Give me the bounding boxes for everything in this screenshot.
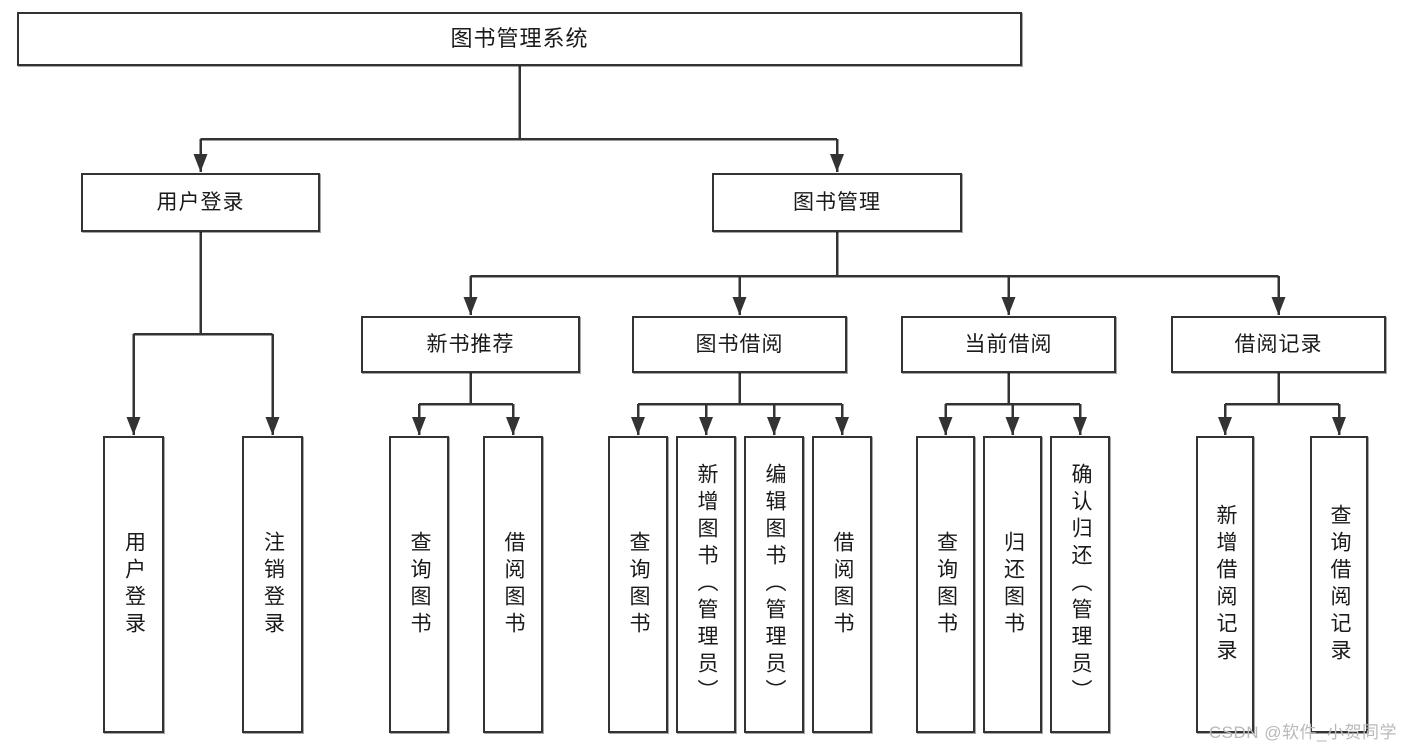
node-label: 查询借阅记录	[1328, 503, 1352, 666]
node-label: 借阅图书	[502, 530, 526, 639]
node-leaf-9[interactable]: 归还图书	[983, 436, 1042, 733]
node-level3-3[interactable]: 借阅记录	[1171, 316, 1386, 373]
node-label: 查询图书	[934, 530, 958, 639]
node-label: 归还图书	[1001, 530, 1025, 639]
node-label: 新增图书（管理员）	[695, 463, 719, 706]
node-label: 编辑图书（管理员）	[763, 463, 787, 706]
node-leaf-11[interactable]: 新增借阅记录	[1196, 436, 1254, 733]
node-leaf-1[interactable]: 注销登录	[242, 436, 303, 733]
node-label: 查询图书	[627, 530, 651, 639]
node-label: 当前借阅	[964, 332, 1053, 356]
node-level2-0[interactable]: 用户登录	[81, 173, 320, 232]
node-label: 用户登录	[156, 190, 245, 214]
node-leaf-6[interactable]: 编辑图书（管理员）	[744, 436, 804, 733]
watermark-label: CSDN @软件_小贺同学	[1208, 723, 1397, 742]
node-label: 图书管理	[793, 190, 881, 214]
node-root-system[interactable]: 图书管理系统	[17, 12, 1022, 66]
node-leaf-10[interactable]: 确认归还（管理员）	[1050, 436, 1110, 733]
node-label: 图书管理系统	[450, 25, 589, 51]
node-leaf-12[interactable]: 查询借阅记录	[1310, 436, 1368, 733]
node-label: 确认归还（管理员）	[1069, 463, 1093, 706]
node-leaf-7[interactable]: 借阅图书	[812, 436, 872, 733]
node-level3-1[interactable]: 图书借阅	[632, 316, 847, 373]
node-leaf-0[interactable]: 用户登录	[103, 436, 164, 733]
node-label: 借阅图书	[831, 530, 855, 639]
node-label: 借阅记录	[1234, 332, 1323, 356]
node-leaf-8[interactable]: 查询图书	[916, 436, 975, 733]
node-leaf-5[interactable]: 新增图书（管理员）	[676, 436, 736, 733]
node-label: 新书推荐	[426, 332, 515, 356]
node-leaf-2[interactable]: 查询图书	[389, 436, 449, 733]
node-leaf-3[interactable]: 借阅图书	[483, 436, 543, 733]
node-label: 新增借阅记录	[1214, 503, 1238, 666]
node-label: 用户登录	[122, 530, 146, 639]
node-label: 注销登录	[261, 530, 285, 639]
node-label: 图书借阅	[695, 332, 784, 356]
node-level3-2[interactable]: 当前借阅	[901, 316, 1116, 373]
node-level3-0[interactable]: 新书推荐	[361, 316, 580, 373]
node-level2-1[interactable]: 图书管理	[712, 173, 962, 232]
node-label: 查询图书	[408, 530, 432, 639]
node-leaf-4[interactable]: 查询图书	[608, 436, 668, 733]
